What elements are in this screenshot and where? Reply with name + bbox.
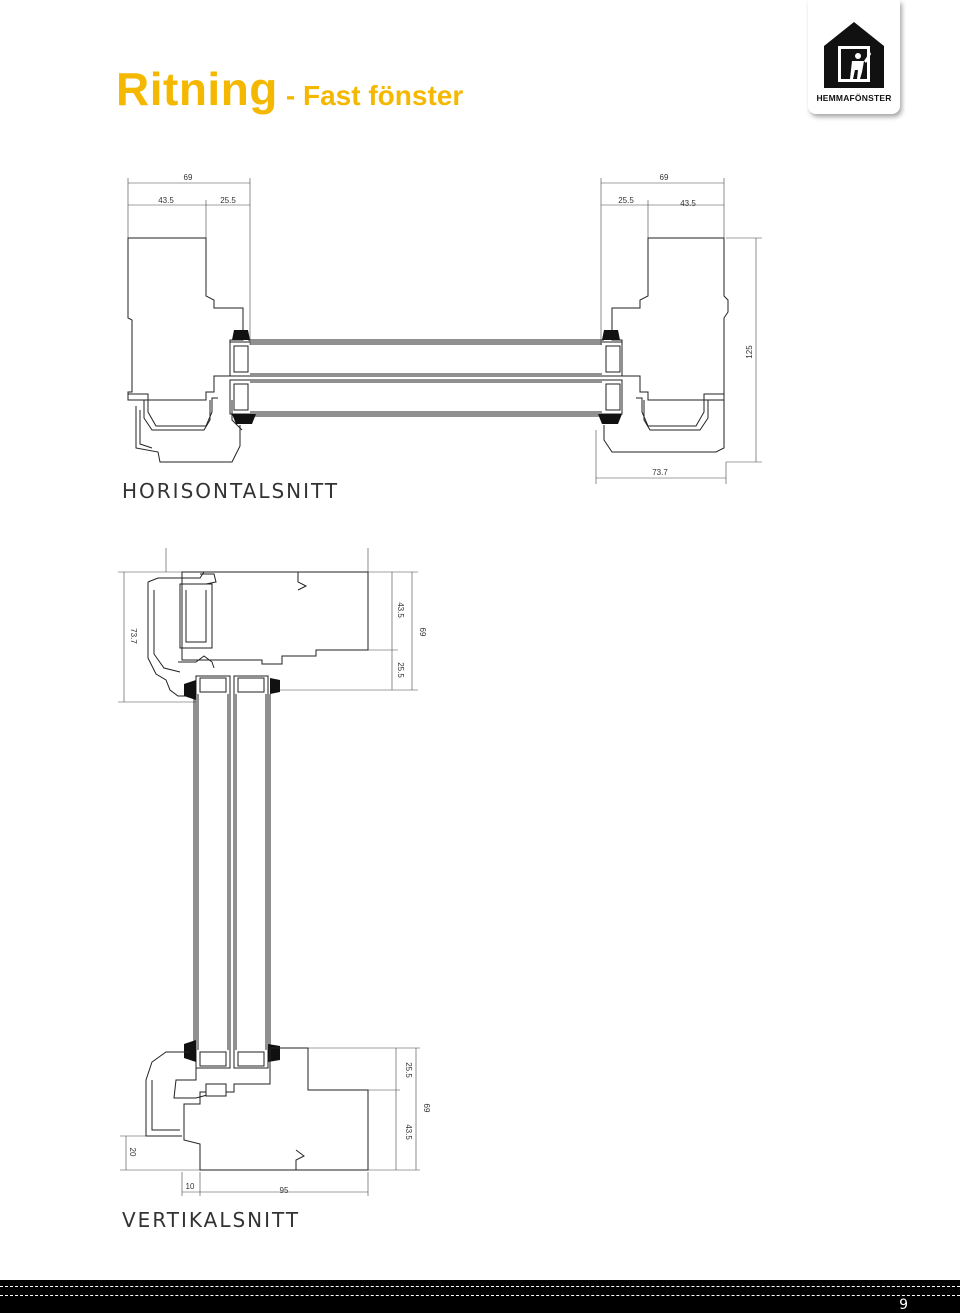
house-logo-icon <box>824 22 884 88</box>
page-footer: 9 <box>0 1280 960 1313</box>
dim-h-right-b: 43.5 <box>680 199 696 208</box>
vertical-section-drawing: 73.7 43.5 25.5 69 25.5 43.5 69 20 10 95 <box>118 548 431 1196</box>
dim-h-left-b: 25.5 <box>220 196 236 205</box>
page-title: Ritning- Fast fönster <box>116 62 463 116</box>
dim-v-top-b: 25.5 <box>396 662 405 678</box>
logo-text: HEMMAFÖNSTER <box>816 93 892 103</box>
dim-h-bottom: 73.7 <box>652 468 668 477</box>
dim-v-bot-left: 20 <box>128 1148 137 1157</box>
brand-logo: HEMMAFÖNSTER <box>808 0 900 114</box>
technical-drawing: 69 43.5 25.5 69 25.5 43.5 125 73.7 <box>118 173 762 1196</box>
dim-h-left-a: 43.5 <box>158 196 174 205</box>
dim-v-bot-w1: 10 <box>186 1182 195 1191</box>
title-sub: - Fast fönster <box>285 80 464 111</box>
dim-v-top-total: 69 <box>418 628 427 637</box>
dim-v-bot-w2: 95 <box>280 1186 289 1195</box>
vertical-section-label: VERTIKALSNITT <box>122 1208 301 1232</box>
footer-dashed-line-bottom <box>0 1295 960 1296</box>
dim-v-top-a: 43.5 <box>396 602 405 618</box>
footer-dashed-line-top <box>0 1286 960 1287</box>
page-number: 9 <box>899 1297 908 1313</box>
dim-h-right-a: 25.5 <box>618 196 634 205</box>
dim-v-bot-total: 69 <box>422 1104 431 1113</box>
horizontal-section-label: HORISONTALSNITT <box>122 479 340 503</box>
dim-v-bot-b: 43.5 <box>404 1124 413 1140</box>
dim-v-bot-a: 25.5 <box>404 1062 413 1078</box>
horizontal-section-drawing: 69 43.5 25.5 69 25.5 43.5 125 73.7 <box>127 173 762 484</box>
dim-h-right-total: 69 <box>660 173 669 182</box>
dim-h-height: 125 <box>745 345 754 359</box>
dim-h-left-total: 69 <box>184 173 193 182</box>
dim-v-top-left: 73.7 <box>129 628 138 644</box>
title-main: Ritning <box>116 63 278 115</box>
